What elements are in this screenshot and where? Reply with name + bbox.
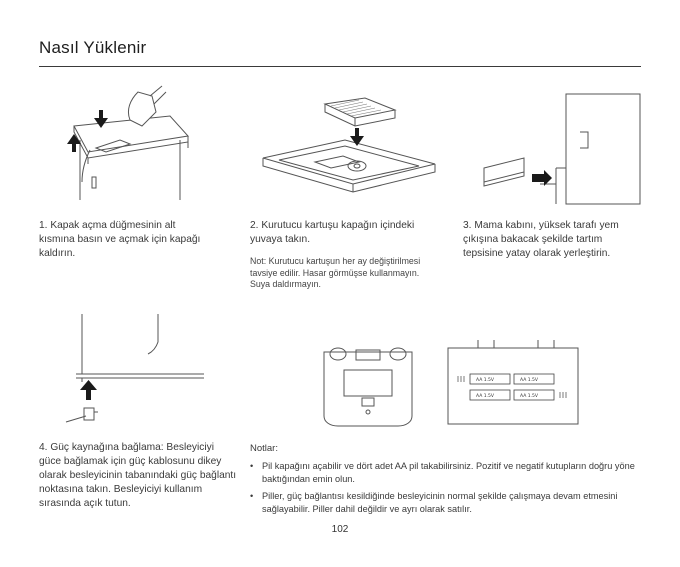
page-number: 102 <box>331 524 349 535</box>
step-1-caption: 1. Kapak açma düğmesinin alt kısmına bas… <box>39 220 201 259</box>
step-4-caption: 4. Güç kaynağına bağlama: Besleyiciyi gü… <box>39 442 237 509</box>
step-2-caption: 2. Kurutucu kartuşu kapağın içindeki yuv… <box>250 220 415 245</box>
note-item-text: Piller, güç bağlantısı kesildiğinde besl… <box>262 491 618 514</box>
power-cable-icon <box>58 312 208 430</box>
battery-label-4: AA 1.5V <box>520 393 539 399</box>
bullet-dot: • <box>250 461 254 471</box>
note-item: • Piller, güç bağlantısı kesildiğinde be… <box>250 490 640 515</box>
note-item-text: Pil kapağını açabilir ve dört adet AA pi… <box>262 461 635 484</box>
desiccant-cartridge-icon <box>255 92 445 202</box>
step-2-note: Not: Kurutucu kartuşun her ay değiştiril… <box>250 256 421 289</box>
food-bowl-insert-icon <box>480 92 645 207</box>
battery-compartment-icon: AA 1.5V AA 1.5V AA 1.5V AA 1.5V <box>318 340 588 430</box>
battery-label-3: AA 1.5V <box>476 393 495 399</box>
lid-open-icon <box>60 82 200 202</box>
battery-label-1: AA 1.5V <box>476 377 495 383</box>
page-title: Nasıl Yüklenir <box>39 38 147 57</box>
battery-label-2: AA 1.5V <box>520 377 539 383</box>
step-3-caption: 3. Mama kabını, yüksek tarafı yem çıkışı… <box>463 220 619 259</box>
note-item: • Pil kapağını açabilir ve dört adet AA … <box>250 460 640 485</box>
bullet-dot: • <box>250 491 254 501</box>
notes-label: Notlar: <box>250 443 278 454</box>
title-divider <box>39 66 641 67</box>
